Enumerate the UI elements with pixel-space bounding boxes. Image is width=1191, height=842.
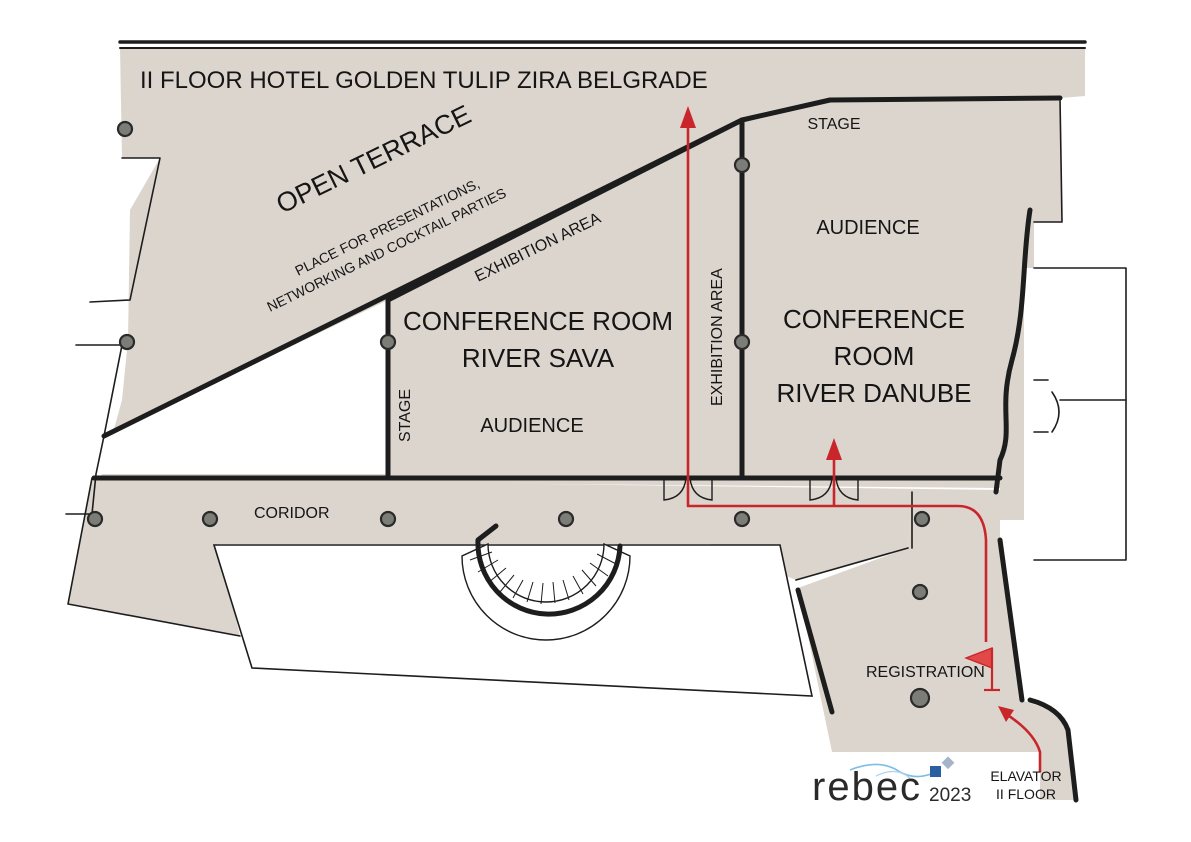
doors-danube	[663, 477, 859, 501]
corridor-south-wall	[795, 547, 909, 581]
column-dot	[733, 510, 751, 528]
column-dot	[911, 583, 929, 601]
column-dot	[86, 510, 104, 528]
logo-diamond-icon	[941, 756, 955, 770]
terrace-diagonal-wall	[101, 95, 1063, 439]
red-route-arrow	[680, 106, 1042, 772]
column-dot	[116, 120, 134, 138]
danube-east-wall	[993, 207, 1033, 495]
registration-east-wall	[997, 537, 1025, 703]
column-dot	[379, 333, 397, 351]
column-dot	[379, 510, 397, 528]
river-danube-audience-label: AUDIENCE	[816, 217, 919, 239]
column-dot	[201, 510, 219, 528]
registration-area	[798, 492, 1078, 800]
door-swing-service	[1051, 391, 1060, 433]
column-dot	[733, 156, 751, 174]
river-danube-title-line1: CONFERENCE	[783, 304, 965, 334]
elevator-label-line1: ELAVATOR	[990, 768, 1061, 784]
river-danube-title-line2: ROOM	[834, 341, 915, 371]
column-dot	[557, 510, 575, 528]
spiral-staircase	[461, 523, 631, 641]
river-sava-audience-label: AUDIENCE	[480, 415, 583, 437]
right-wall-upper	[1033, 97, 1063, 223]
logo-word: rebec	[812, 765, 922, 809]
red-flag-icon	[964, 646, 1000, 692]
service-room-outline	[1033, 267, 1127, 561]
corridor-area	[68, 478, 1000, 636]
map-title: II FLOOR HOTEL GOLDEN TULIP ZIRA BELGRAD…	[140, 67, 708, 94]
elevator-label-line2: II FLOOR	[996, 786, 1056, 802]
registration-label: REGISTRATION	[866, 664, 985, 681]
elevator-wall	[1027, 697, 1079, 803]
pillars	[86, 120, 931, 709]
river-sava-title-line1: CONFERENCE ROOM	[403, 306, 673, 336]
column-dot	[118, 333, 136, 351]
exhibition-diagonal-wall	[385, 117, 745, 303]
rebec-logo: rebec 2023	[806, 756, 972, 809]
column-dot	[733, 333, 751, 351]
river-danube-stage-label: STAGE	[807, 116, 860, 133]
logo-square-icon	[930, 766, 941, 777]
service-room-divider	[1033, 379, 1127, 433]
corridor-west-wall	[67, 477, 241, 637]
registration-west-wall	[795, 587, 835, 715]
logo-year: 2023	[929, 785, 971, 806]
column-dot	[909, 687, 931, 709]
exhibition-area-vertical-label: EXHIBITION AREA	[709, 268, 726, 406]
corridor-label: CORIDOR	[254, 505, 330, 522]
void-wedge	[96, 300, 388, 474]
column-dot	[913, 510, 931, 528]
west-outer-wall	[65, 157, 161, 515]
river-danube-title-line3: RIVER DANUBE	[776, 378, 971, 408]
river-sava-title-line2: RIVER SAVA	[462, 343, 615, 373]
river-sava-stage-label: STAGE	[397, 389, 414, 442]
